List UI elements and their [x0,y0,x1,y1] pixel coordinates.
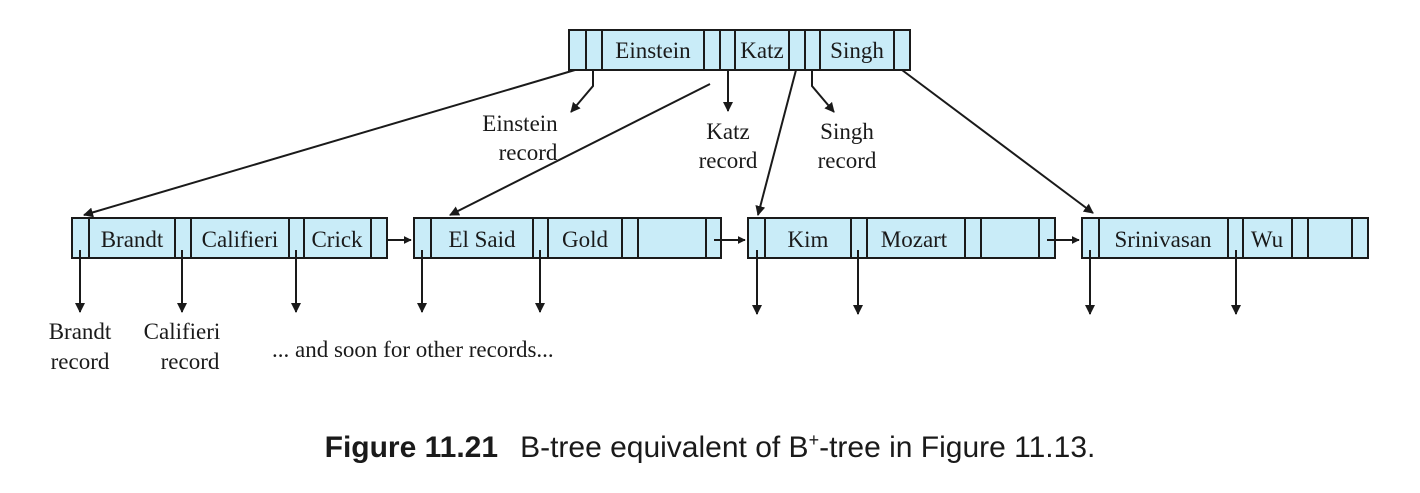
figure-number: Figure 11.21 [324,431,499,464]
leaf2-next-ptr [705,217,722,259]
leaf4-key-wu: Wu [1251,227,1284,252]
leaf4-rec-ptr-3 [1291,217,1309,259]
label-califieri-line1: Califieri [144,319,221,344]
leaf4-key-1-cell [1098,217,1229,259]
leaf3-next-ptr [1038,217,1056,259]
root-rec-ptr-1 [585,29,603,71]
leaf4-key-3-cell-empty [1307,217,1353,259]
leaf1-key-2-cell [190,217,290,259]
leaf2-rec-ptr-3 [621,217,639,259]
arrow-root-to-leaf3 [755,69,797,216]
leaf2-key-3-cell-empty [637,217,707,259]
arrow-root-to-leaf4 [901,69,1094,214]
leaf4-key-srinivasan: Srinivasan [1114,227,1212,252]
leaf4-next-ptr [1351,217,1369,259]
leaf1-key-1-cell [88,217,176,259]
leaf1-key-brandt: Brandt [101,227,164,252]
leaf2-key-el-said: El Said [448,227,516,252]
label-einstein-line1: Einstein [482,111,558,136]
caption-text-before: B-tree equivalent of B [520,431,809,464]
root-key-2-cell [734,29,790,71]
root-key-singh: Singh [830,38,884,63]
arrow-root-to-leaf1 [83,69,576,218]
leaf3-rec-ptr-3 [964,217,982,259]
root-ptr-0 [568,29,587,71]
caption-text-after: -tree in Figure 11.13. [819,431,1096,464]
root-rec-ptr-3 [788,29,806,71]
label-other-records: ... and soon for other records... [272,337,554,362]
root-key-3-cell [819,29,895,71]
leaf3-key-2-cell [866,217,966,259]
leaf-node-2: El Said Gold [413,217,722,259]
leaf2-key-gold: Gold [562,227,609,252]
root-ptr-2 [804,29,821,71]
root-node: Einstein Katz Singh [568,29,911,71]
leaf1-key-califieri: Califieri [202,227,279,252]
label-singh-line2: record [818,148,877,173]
leaf3-key-mozart: Mozart [881,227,948,252]
arrow-root-to-leaf2 [449,83,711,216]
leaf1-key-3-cell [303,217,372,259]
arrow-singh-record [811,70,835,113]
figure-caption: Figure 11.21 B-tree equivalent of B+-tree… [0,430,1420,465]
label-katz-line1: Katz [706,119,749,144]
leaf-node-4: Srinivasan Wu [1081,217,1369,259]
leaf3-key-kim: Kim [788,227,829,252]
root-key-1-cell [601,29,705,71]
leaf4-key-2-cell [1242,217,1293,259]
arrow-einstein-record [570,70,594,113]
root-rec-ptr-2 [703,29,721,71]
label-einstein-line2: record [499,140,558,165]
label-brandt-line1: Brandt [49,319,112,344]
leaf-node-1: Brandt Califieri Crick [71,217,388,259]
label-singh-line1: Singh [820,119,874,144]
caption-superscript: + [808,430,820,450]
leaf1-next-ptr [370,217,388,259]
root-key-einstein: Einstein [615,38,691,63]
root-key-katz: Katz [740,38,783,63]
label-katz-line2: record [699,148,758,173]
leaf1-key-crick: Crick [311,227,363,252]
label-califieri-line2: record [161,349,220,374]
leaf3-key-3-cell-empty [980,217,1040,259]
root-ptr-1 [719,29,736,71]
leaf2-key-2-cell [547,217,623,259]
leaf2-key-1-cell [430,217,534,259]
leaf-node-3: Kim Mozart [747,217,1056,259]
label-brandt-line2: record [51,349,110,374]
root-ptr-3 [893,29,911,71]
